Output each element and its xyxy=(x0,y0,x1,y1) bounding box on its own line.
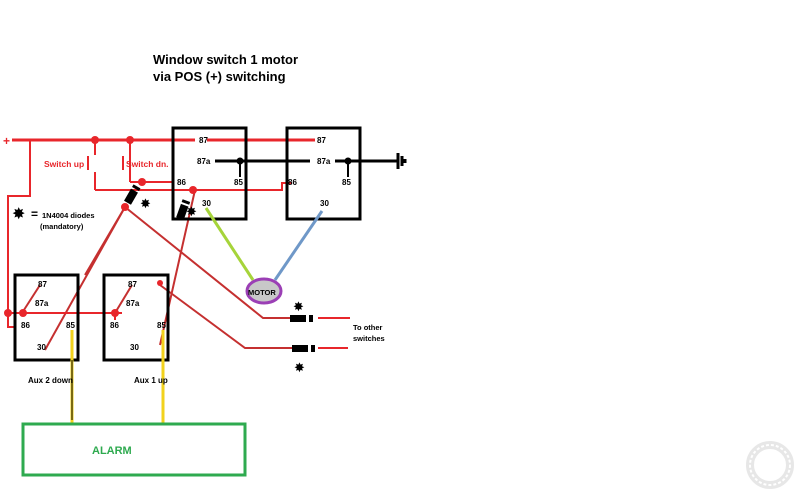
junction-dot xyxy=(19,309,27,317)
relay-2-pin-86: 86 xyxy=(288,178,297,187)
aux2-87-jumper-wire xyxy=(21,284,41,314)
relay-1-pin-30: 30 xyxy=(202,199,211,208)
aux1-87-jumper-wire xyxy=(114,284,133,314)
aux-2-pin-87a: 87a xyxy=(35,299,49,308)
junction-dot xyxy=(236,157,244,165)
aux-1-up-box xyxy=(102,273,170,362)
relay-boxes xyxy=(13,126,362,362)
diode-marker-icon: ✸ xyxy=(140,197,151,212)
diode-marker-icon: ✸ xyxy=(294,361,305,376)
aux-2-down-label: Aux 2 down xyxy=(28,376,73,385)
junction-dot xyxy=(189,186,197,194)
diode-switch xyxy=(124,184,141,205)
junction-dot xyxy=(121,203,129,211)
junction-dot xyxy=(344,157,352,165)
diode-to-other-switch-1-wire xyxy=(124,206,295,319)
aux-2-pins: 87 87a 85 86 30 xyxy=(21,280,75,352)
junction-dot xyxy=(126,136,134,144)
red-wires xyxy=(7,138,350,351)
other-switches-line-2: switches xyxy=(353,334,385,343)
title-line-1: Window switch 1 motor xyxy=(153,52,298,67)
aux-2-pin-86: 86 xyxy=(21,321,30,330)
junction-dot xyxy=(4,309,12,317)
junction-dot xyxy=(138,178,146,186)
relay-2-pin-87a: 87a xyxy=(317,157,331,166)
legend-line-1: 1N4004 diodes xyxy=(42,211,95,220)
other-switches-line-1: To other xyxy=(353,323,383,332)
legend-equals: = xyxy=(31,207,38,221)
legend-diode-icon: ✸ xyxy=(12,204,25,223)
positive-drop-wire xyxy=(7,140,31,312)
relay-2-pin-87: 87 xyxy=(317,136,326,145)
aux-1-pin-86: 86 xyxy=(110,321,119,330)
relay1-86-to-aux1-30-wire xyxy=(159,189,196,346)
relay-1-pin-86: 86 xyxy=(177,178,186,187)
title-line-2: via POS (+) switching xyxy=(153,69,286,84)
positive-label: + xyxy=(3,134,10,148)
motor-label: MOTOR xyxy=(248,288,276,297)
watermark-logo xyxy=(746,441,794,489)
junction-dot xyxy=(157,280,163,286)
junction-dot xyxy=(111,309,119,317)
diode-marker-icon: ✸ xyxy=(293,300,304,315)
relay2-30-to-motor-wire xyxy=(273,210,324,281)
legend-line-2: (mandatory) xyxy=(40,222,84,231)
relay1-30-to-motor-wire xyxy=(204,207,255,281)
relay-2-pins: 87 87a 85 86 30 xyxy=(288,136,351,208)
aux-1-pin-87a: 87a xyxy=(126,299,140,308)
alarm-label: ALARM xyxy=(92,445,132,457)
relay-2-pin-30: 30 xyxy=(320,199,329,208)
aux-2-pin-30: 30 xyxy=(37,343,46,352)
switch-up-label[interactable]: Switch up xyxy=(44,159,84,169)
relay-1-box xyxy=(171,126,248,221)
alarm-box xyxy=(21,422,247,477)
diode-other-switch-1 xyxy=(290,315,313,322)
diodes xyxy=(124,184,315,352)
relay-1-pin-87a: 87a xyxy=(197,157,211,166)
aux-1-up-label: Aux 1 up xyxy=(134,376,168,385)
relay-1-pin-87: 87 xyxy=(199,136,208,145)
relay-1-pins: 87 87a 85 86 30 xyxy=(177,136,243,208)
relay-2-box xyxy=(285,126,362,221)
aux1-to-other-switch-2-wire xyxy=(159,284,295,349)
junction-dot xyxy=(91,136,99,144)
aux-1-pin-87: 87 xyxy=(128,280,137,289)
diode-other-switch-2 xyxy=(292,345,315,352)
aux-1-pin-30: 30 xyxy=(130,343,139,352)
relay-2-pin-85: 85 xyxy=(342,178,351,187)
aux-1-pin-85: 85 xyxy=(157,321,166,330)
junction-dots xyxy=(4,136,197,317)
aux-1-pins: 87 87a 85 86 30 xyxy=(110,280,166,352)
aux-2-pin-87: 87 xyxy=(38,280,47,289)
switch-dn-label[interactable]: Switch dn. xyxy=(126,159,169,169)
motor-icon xyxy=(245,277,283,305)
diode-relay1 xyxy=(176,199,191,220)
diagonal-wire xyxy=(84,206,126,276)
diode-markers: ✸ ✸ ✸ ✸ ✸ xyxy=(12,197,305,376)
diode-marker-icon: ✸ xyxy=(186,205,197,220)
aux-2-down-box xyxy=(13,273,80,362)
ground-icon xyxy=(396,153,407,169)
relay-1-pin-85: 85 xyxy=(234,178,243,187)
aux-2-pin-85: 85 xyxy=(66,321,75,330)
